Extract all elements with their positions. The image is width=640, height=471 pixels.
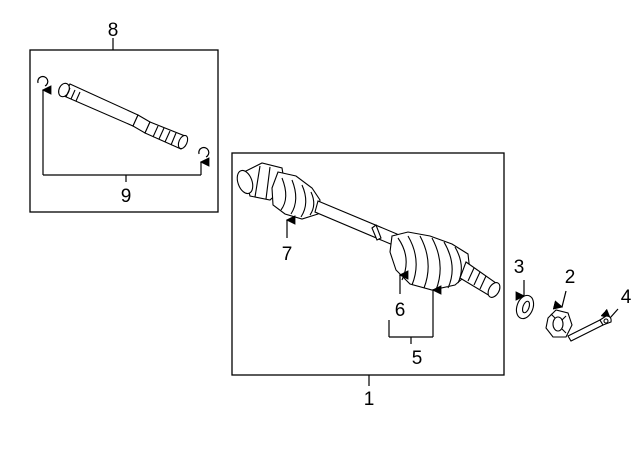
callout-7: 7 bbox=[282, 244, 293, 265]
callout-5: 5 bbox=[412, 348, 423, 369]
callout-9: 9 bbox=[121, 186, 132, 207]
snap-ring-left-icon bbox=[37, 75, 49, 87]
cotter-pin-part: 4 bbox=[567, 287, 632, 342]
axle-shaft-icon bbox=[314, 200, 398, 246]
callout-6: 6 bbox=[395, 300, 406, 321]
intermediate-shaft-box: 8 9 bbox=[29, 20, 219, 213]
axle-nut-icon bbox=[545, 309, 573, 338]
snap-ring-right-icon bbox=[198, 146, 210, 158]
washer-icon bbox=[515, 294, 535, 320]
callout-5-leader bbox=[388, 285, 442, 344]
axle-assembly-box: 1 bbox=[231, 152, 505, 410]
cotter-pin-icon bbox=[567, 315, 612, 342]
callout-3: 3 bbox=[514, 257, 525, 278]
inner-cv-boot-icon bbox=[271, 171, 321, 220]
outer-stub-shaft-icon bbox=[459, 261, 501, 298]
callout-2: 2 bbox=[565, 267, 576, 288]
callout-8: 8 bbox=[108, 20, 119, 41]
washer-part: 3 bbox=[514, 257, 535, 320]
axle-nut-part: 2 bbox=[545, 267, 576, 338]
intermediate-shaft-icon bbox=[58, 82, 189, 150]
callout-1: 1 bbox=[364, 389, 375, 410]
callout-4: 4 bbox=[621, 287, 632, 308]
callout-9-leader bbox=[41, 85, 210, 182]
outer-cv-boot-icon bbox=[389, 231, 471, 291]
